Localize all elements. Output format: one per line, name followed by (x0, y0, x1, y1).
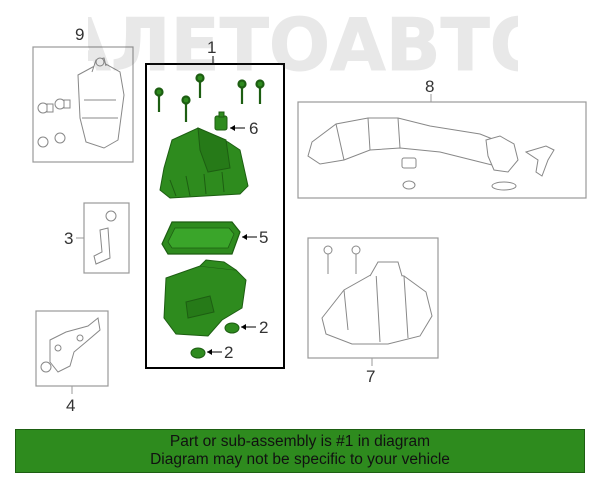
grommet-part-2b (190, 347, 206, 359)
callout-7: 7 (366, 367, 375, 386)
intake-duct-part (307, 117, 555, 191)
reservoir-fasteners (37, 98, 71, 148)
banner-line-1: Part or sub-assembly is #1 in diagram (169, 433, 431, 450)
bracket-part (93, 210, 117, 265)
mount-bracket-part (40, 317, 101, 373)
callout-1: 1 (207, 38, 216, 57)
callout-2a: 2 (259, 318, 268, 337)
part-group-7: 7 (307, 237, 439, 386)
bolts (154, 73, 265, 122)
watermark-logo: АЛЕТОАВТО (88, 6, 518, 86)
part-group-8: 8 (297, 77, 587, 199)
callout-3: 3 (64, 229, 73, 248)
resonator-part (321, 245, 433, 345)
air-box-lower (163, 259, 247, 337)
disclaimer-banner: Part or sub-assembly is #1 in diagram Di… (15, 429, 585, 473)
air-box-cover (159, 127, 249, 199)
svg-text:АЛЕТОАВТО: АЛЕТОАВТО (88, 6, 518, 86)
callout-5: 5 (259, 228, 268, 247)
callout-2b: 2 (224, 343, 233, 362)
air-filter-part-5 (161, 221, 241, 255)
callout-4: 4 (66, 396, 75, 415)
part-group-9: 9 (32, 25, 134, 163)
callout-6: 6 (249, 119, 258, 138)
part-group-3: 3 (64, 202, 130, 274)
part-group-1: 1 6 5 (145, 38, 285, 369)
reservoir-tank (77, 57, 125, 149)
banner-line-2: Diagram may not be specific to your vehi… (150, 451, 450, 468)
callout-9: 9 (75, 25, 84, 44)
part-group-4: 4 (35, 310, 109, 415)
grommet-part-2a (224, 322, 240, 334)
callout-8: 8 (425, 77, 434, 96)
sensor-part-6 (214, 111, 228, 131)
